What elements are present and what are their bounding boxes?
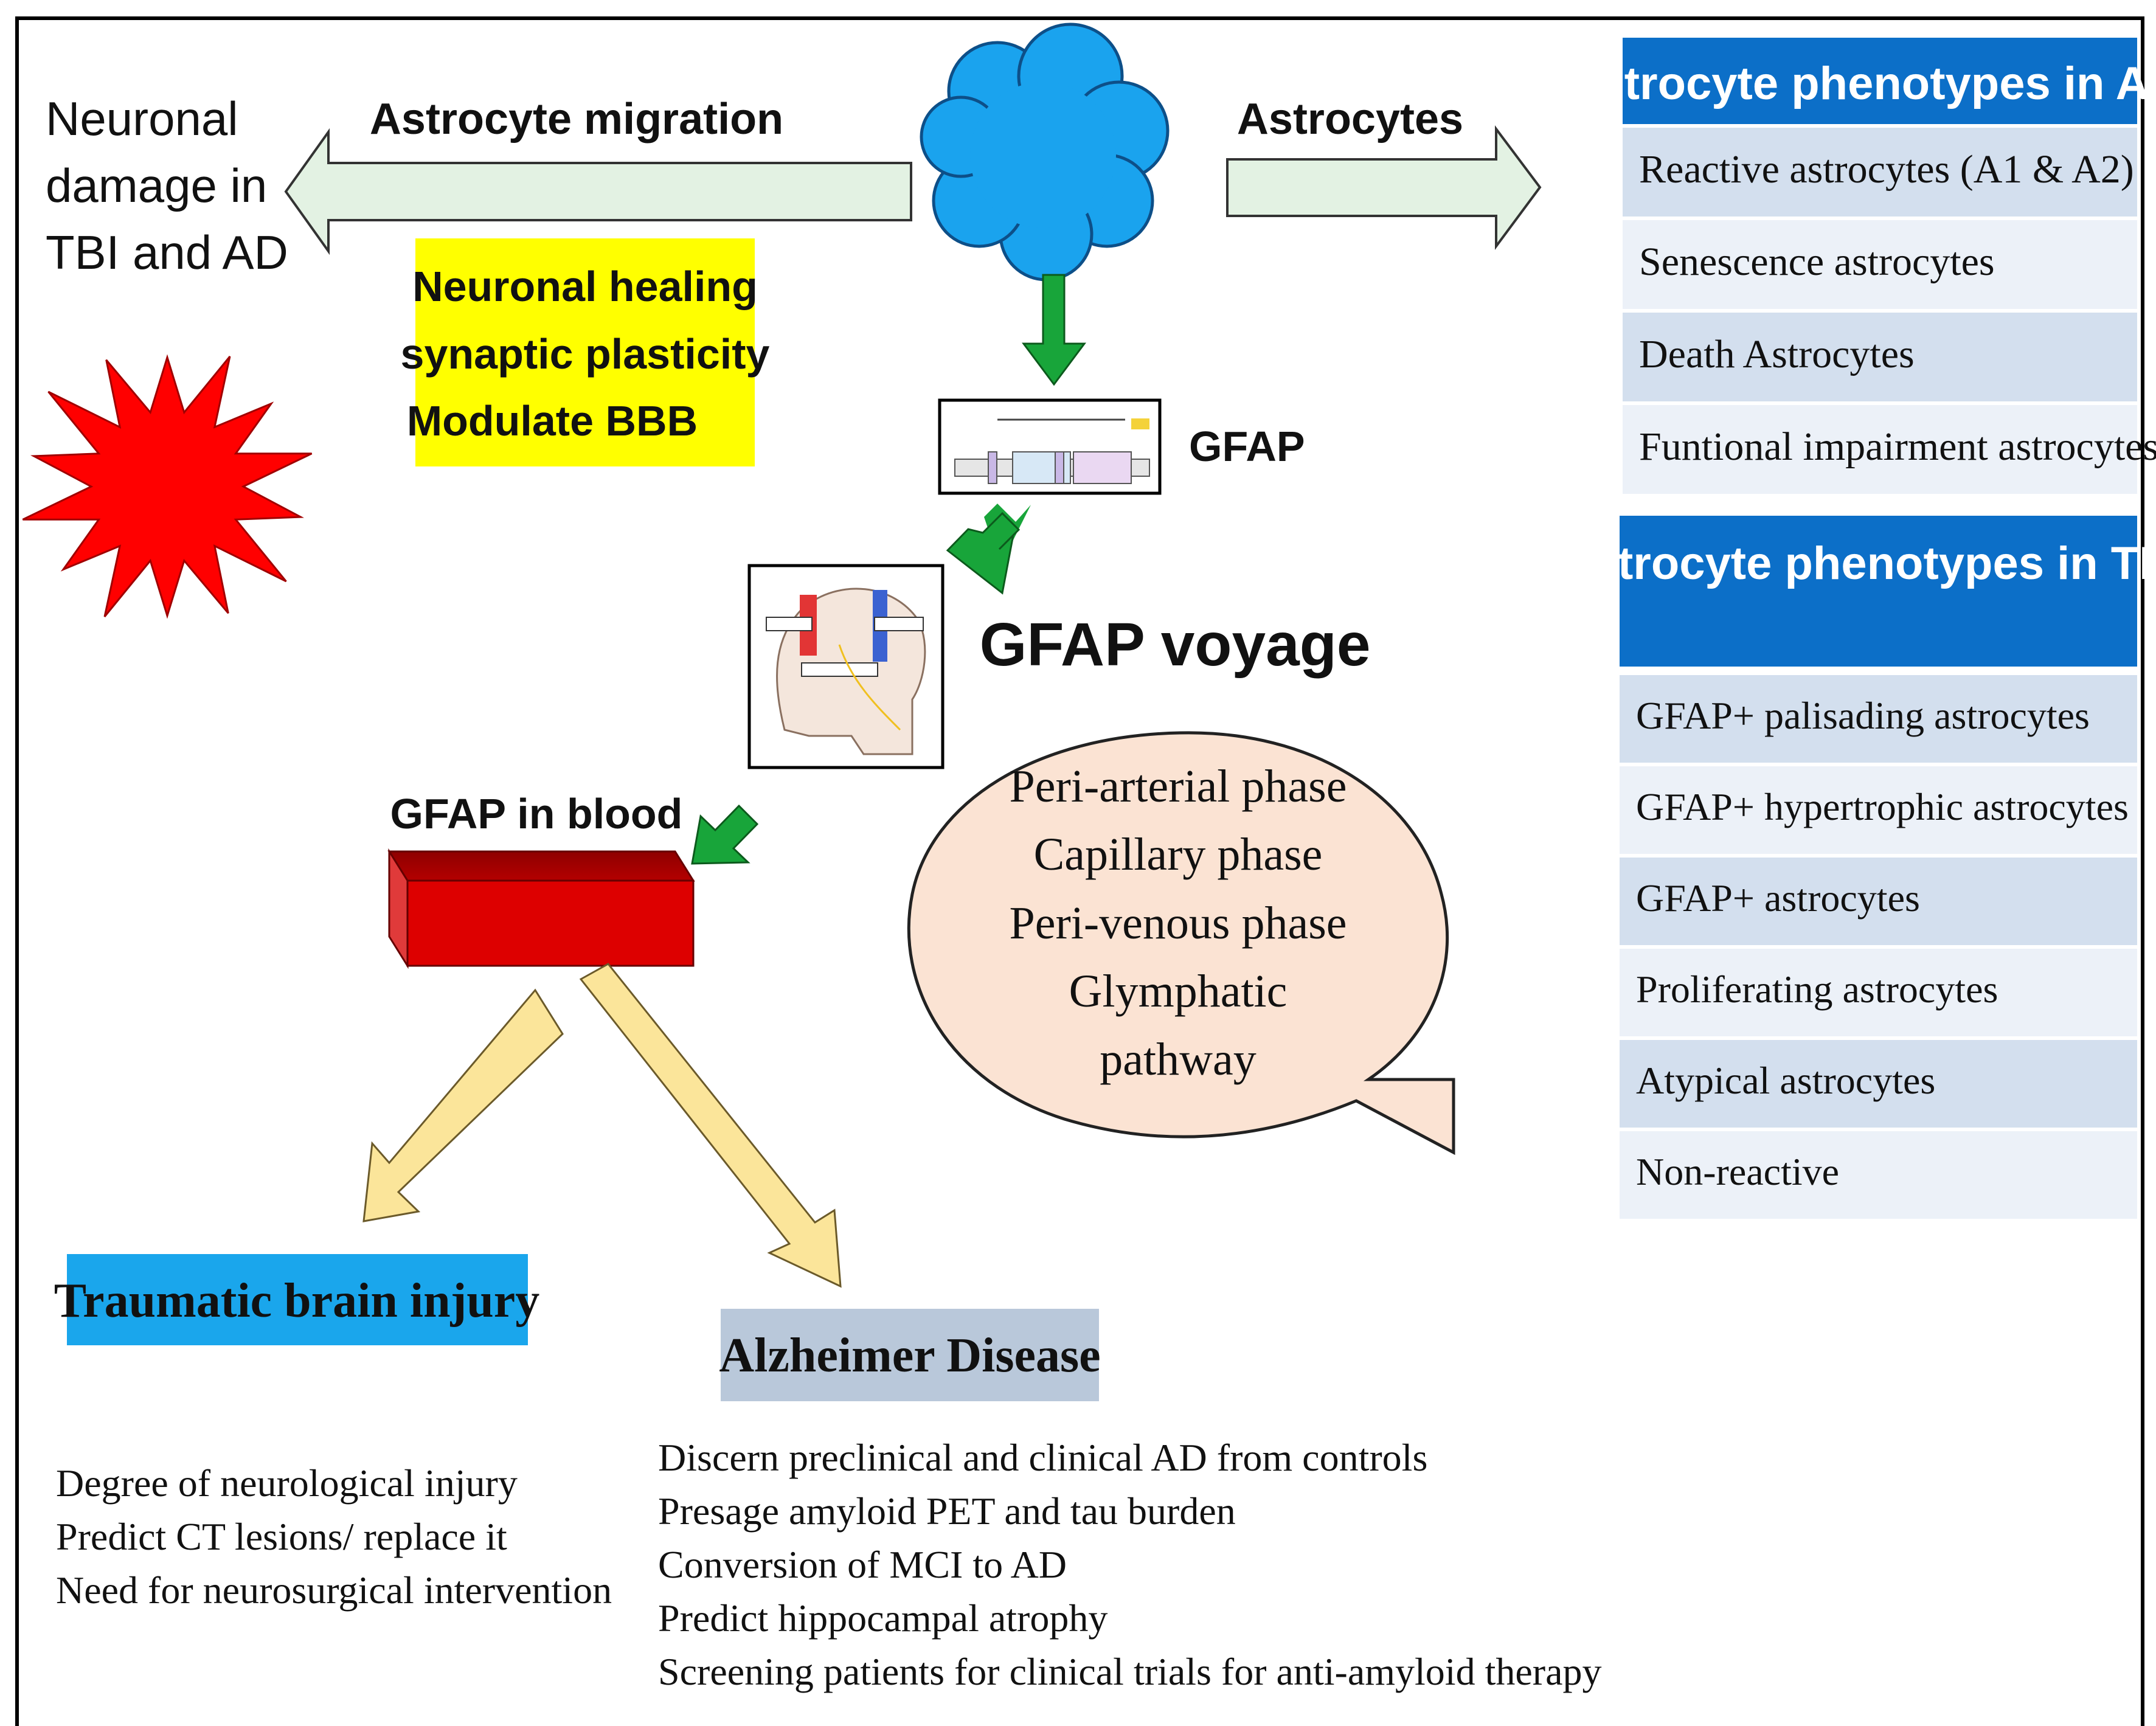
head-diagram-image — [747, 564, 945, 769]
ad-item-2: Presage amyloid PET and tau burden — [658, 1489, 1236, 1533]
ad-item-4: Predict hippocampal atrophy — [658, 1596, 1107, 1640]
phenotypes-ad-header: Astrocyte phenotypes in AD — [1565, 58, 2156, 109]
arrow-to-tbi — [362, 988, 564, 1222]
migration-label: Astrocyte migration — [370, 95, 783, 144]
voyage-phase-5: pathway — [1100, 1034, 1256, 1085]
healing-line-1: Neuronal healing — [412, 263, 758, 310]
neuronal-damage-line-3: TBI and AD — [46, 226, 288, 279]
voyage-phase-3: Peri-venous phase — [1009, 898, 1347, 949]
voyage-phase-1: Peri-arterial phase — [1010, 761, 1347, 812]
ad-item-5: Screening patients for clinical trials f… — [658, 1650, 1601, 1693]
ad-label: Alzheimer Disease — [719, 1329, 1100, 1382]
phenotypes-ad-panel: Astrocyte phenotypes in AD Reactive astr… — [1565, 38, 2156, 494]
healing-box — [415, 238, 755, 466]
outer-frame — [15, 16, 2144, 1726]
healing-line-2: synaptic plasticity — [401, 330, 770, 378]
healing-line-3: Modulate BBB — [407, 397, 698, 445]
phenotype-ad-item-4: Funtional impairment astrocytes — [1639, 425, 2156, 469]
phenotype-tbi-item-1: GFAP+ palisading astrocytes — [1636, 694, 2090, 737]
voyage-title: GFAP voyage — [980, 611, 1371, 679]
voyage-phase-2: Capillary phase — [1034, 829, 1323, 880]
phenotype-tbi-item-6: Non-reactive — [1636, 1150, 1839, 1193]
gfap-in-blood-label: GFAP in blood — [390, 790, 683, 837]
phenotypes-tbi-header: Astrocyte phenotypes in TBI — [1559, 538, 2156, 589]
tbi-item-3: Need for neurosurgical intervention — [56, 1568, 612, 1612]
ad-box — [721, 1309, 1099, 1401]
tbi-item-1: Degree of neurological injury — [56, 1461, 518, 1505]
gfap-gene-diagram — [938, 398, 1162, 495]
astrocyte-cloud-icon — [920, 23, 1170, 282]
voyage-phase-4: Glymphatic — [1069, 966, 1288, 1017]
phenotype-tbi-item-4: Proliferating astrocytes — [1636, 968, 1998, 1011]
phenotype-tbi-item-2: GFAP+ hypertrophic astrocytes — [1636, 785, 2129, 828]
neuronal-damage-line-1: Neuronal — [46, 92, 238, 145]
ad-item-3: Conversion of MCI to AD — [658, 1543, 1067, 1586]
astrocytes-arrow — [1226, 125, 1542, 251]
green-arrow-diagonal-2 — [691, 804, 759, 865]
phenotype-tbi-item-5: Atypical astrocytes — [1636, 1059, 1935, 1102]
phenotype-tbi-item-3: GFAP+ astrocytes — [1636, 876, 1920, 920]
blood-block — [387, 848, 695, 969]
tbi-item-2: Predict CT lesions/ replace it — [56, 1515, 507, 1558]
arrow-to-ad — [579, 963, 842, 1288]
phenotype-ad-item-3: Death Astrocytes — [1639, 332, 1915, 376]
astrocytes-label: Astrocytes — [1237, 95, 1463, 144]
phenotype-ad-item-1: Reactive astrocytes (A1 & A2) — [1639, 147, 2134, 192]
migration-arrow — [284, 128, 912, 255]
ad-item-1: Discern preclinical and clinical AD from… — [658, 1436, 1427, 1479]
tbi-label: Traumatic brain injury — [54, 1274, 540, 1328]
phenotype-ad-item-2: Senescence astrocytes — [1639, 240, 1995, 284]
gfap-label: GFAP — [1189, 423, 1305, 470]
neuronal-damage-line-2: damage in — [46, 159, 267, 212]
neuronal-damage-label: Neuronal damage in TBI and AD — [46, 92, 288, 279]
voyage-bubble — [907, 731, 1455, 1156]
green-arrow-down — [1022, 274, 1086, 386]
tbi-box — [67, 1254, 528, 1345]
injury-starburst-icon — [22, 354, 313, 619]
phenotypes-tbi-panel: Astrocyte phenotypes in TBI GFAP+ palisa… — [1559, 516, 2156, 1219]
green-arrow-diagonal-1b — [946, 511, 1021, 595]
